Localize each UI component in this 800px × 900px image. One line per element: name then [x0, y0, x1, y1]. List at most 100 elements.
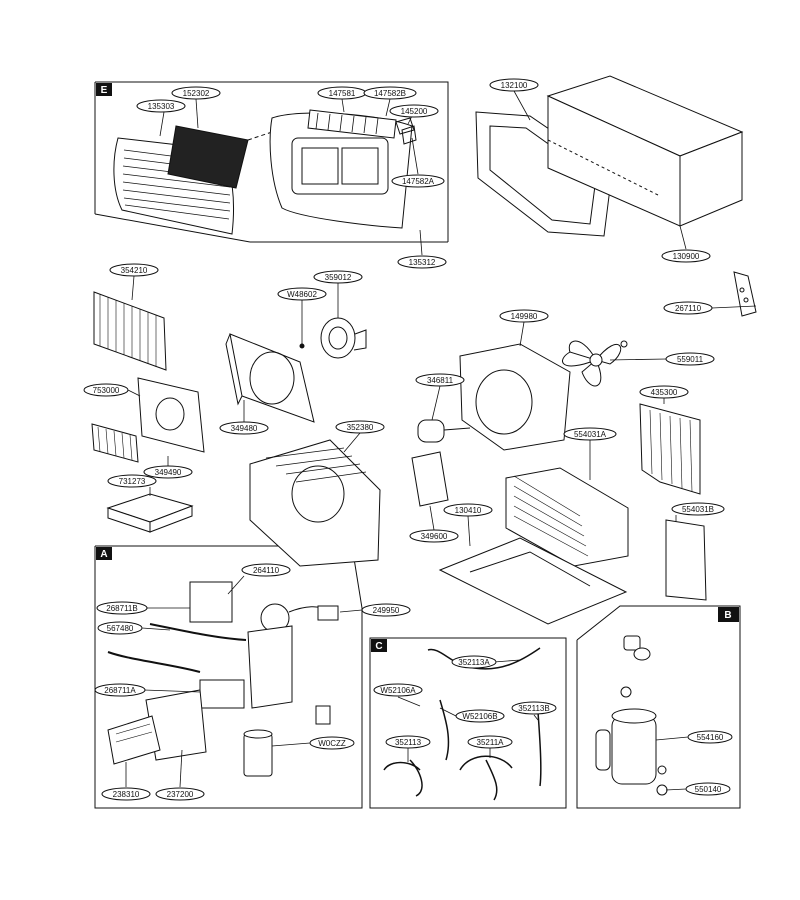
svg-text:W52106B: W52106B — [462, 712, 497, 721]
part-label-238310[interactable]: 238310 — [101, 787, 151, 801]
part-label-132100[interactable]: 132100 — [489, 78, 539, 92]
part-label-349490[interactable]: 349490 — [143, 465, 193, 479]
part-label-147582a[interactable]: 147582A — [391, 174, 445, 188]
part-labels: 135303 152302 147581 147582B 145200 1475… — [83, 78, 733, 801]
control-panel-bracket-drawing — [91, 377, 205, 463]
gasket-frame-drawing — [475, 111, 613, 237]
part-label-w48602[interactable]: W48602 — [277, 287, 327, 301]
svg-text:352380: 352380 — [347, 423, 374, 432]
section-c-parts-drawing — [383, 647, 542, 801]
part-label-268711a[interactable]: 268711A — [94, 683, 146, 697]
part-label-147582b[interactable]: 147582B — [363, 86, 417, 100]
barrier-panel-drawing — [665, 519, 707, 601]
part-label-130900[interactable]: 130900 — [661, 249, 711, 263]
part-label-135312[interactable]: 135312 — [397, 255, 447, 269]
part-label-753000[interactable]: 753000 — [83, 383, 129, 397]
part-label-567480[interactable]: 567480 — [97, 621, 143, 635]
svg-text:753000: 753000 — [93, 386, 120, 395]
part-label-559011[interactable]: 559011 — [665, 352, 715, 366]
part-label-145200[interactable]: 145200 — [389, 104, 439, 118]
part-label-349600[interactable]: 349600 — [409, 529, 459, 543]
part-label-352380[interactable]: 352380 — [335, 420, 385, 434]
svg-text:147582A: 147582A — [402, 177, 435, 186]
section-badge-b: B — [718, 607, 739, 622]
insulation-pad-drawing — [106, 493, 194, 533]
base-pan-drawing — [249, 439, 381, 567]
part-label-550140[interactable]: 550140 — [685, 782, 731, 796]
svg-text:147582B: 147582B — [374, 89, 406, 98]
fan-blade-drawing — [562, 340, 628, 387]
svg-text:349480: 349480 — [231, 424, 258, 433]
section-frame-c — [369, 637, 567, 809]
part-label-35211a[interactable]: 35211A — [467, 735, 513, 749]
part-label-w0czz[interactable]: W0CZZ — [309, 736, 355, 750]
part-label-349480[interactable]: 349480 — [219, 421, 269, 435]
svg-text:352113B: 352113B — [518, 704, 549, 713]
svg-text:135312: 135312 — [409, 258, 436, 267]
svg-text:352113A: 352113A — [458, 658, 490, 667]
front-frame-drawing — [269, 109, 417, 229]
part-label-352113[interactable]: 352113 — [385, 735, 431, 749]
svg-text:W0CZZ: W0CZZ — [318, 739, 346, 748]
filter-drawing — [167, 125, 273, 189]
svg-text:554160: 554160 — [697, 733, 724, 742]
part-label-147581[interactable]: 147581 — [317, 86, 367, 100]
part-label-w52106a[interactable]: W52106A — [373, 683, 423, 697]
part-label-346811[interactable]: 346811 — [415, 373, 465, 387]
part-label-237200[interactable]: 237200 — [155, 787, 205, 801]
svg-text:145200: 145200 — [401, 107, 428, 116]
svg-text:731273: 731273 — [119, 477, 146, 486]
section-label-e: E — [101, 85, 108, 96]
evaporator-coil-drawing — [93, 291, 167, 371]
svg-text:130410: 130410 — [455, 506, 482, 515]
svg-text:130900: 130900 — [673, 252, 700, 261]
svg-text:550140: 550140 — [695, 785, 722, 794]
part-label-267110[interactable]: 267110 — [663, 301, 713, 315]
svg-text:349600: 349600 — [421, 532, 448, 541]
part-label-354210[interactable]: 354210 — [109, 263, 159, 277]
section-badge-c: C — [371, 639, 387, 652]
compressor-drawing — [595, 635, 668, 796]
blower-wheel-drawing — [299, 317, 367, 359]
svg-text:435300: 435300 — [651, 388, 678, 397]
svg-text:554031A: 554031A — [574, 430, 607, 439]
part-label-731273[interactable]: 731273 — [107, 474, 157, 488]
part-label-554031b[interactable]: 554031B — [671, 502, 725, 516]
svg-text:132100: 132100 — [501, 81, 528, 90]
part-label-359012[interactable]: 359012 — [313, 270, 363, 284]
section-frame-e — [94, 81, 449, 243]
side-panel-drawing — [639, 403, 701, 495]
part-label-264110[interactable]: 264110 — [241, 563, 291, 577]
base-plate-drawing — [438, 537, 628, 625]
part-label-268711b[interactable]: 268711B — [96, 601, 148, 615]
section-label-a: A — [100, 549, 107, 560]
part-label-554160[interactable]: 554160 — [687, 730, 733, 744]
part-label-352113b[interactable]: 352113B — [511, 701, 557, 715]
part-label-149980[interactable]: 149980 — [499, 309, 549, 323]
svg-text:147581: 147581 — [329, 89, 356, 98]
part-label-w52106b[interactable]: W52106B — [455, 709, 505, 723]
svg-text:152302: 152302 — [183, 89, 210, 98]
svg-text:559011: 559011 — [677, 355, 704, 364]
part-label-130410[interactable]: 130410 — [443, 503, 493, 517]
svg-text:267110: 267110 — [675, 304, 702, 313]
part-label-352113a[interactable]: 352113A — [451, 655, 497, 669]
part-label-152302[interactable]: 152302 — [171, 86, 221, 100]
part-label-135303[interactable]: 135303 — [136, 99, 186, 113]
fan-shroud-drawing — [459, 343, 571, 451]
part-label-249950[interactable]: 249950 — [361, 603, 411, 617]
svg-text:135303: 135303 — [148, 102, 175, 111]
remote-control-drawing — [733, 271, 757, 317]
part-label-554031a[interactable]: 554031A — [563, 427, 617, 441]
section-a-parts-drawing — [107, 581, 339, 777]
svg-text:268711A: 268711A — [104, 686, 136, 695]
svg-text:554031B: 554031B — [682, 505, 714, 514]
section-label-b: B — [724, 610, 731, 621]
fan-motor-drawing — [411, 419, 471, 507]
svg-text:W52106A: W52106A — [380, 686, 416, 695]
svg-text:346811: 346811 — [427, 376, 454, 385]
section-badge-a: A — [96, 547, 112, 560]
condenser-coil-drawing — [505, 467, 629, 567]
part-label-435300[interactable]: 435300 — [639, 385, 689, 399]
